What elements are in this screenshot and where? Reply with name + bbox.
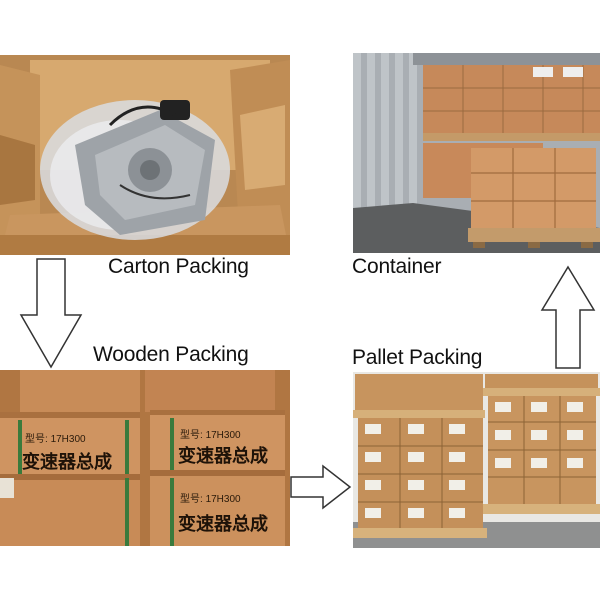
wooden-packing-photo: 型号: 17H300 变速器总成 型号: 17H300 变速器总成 型号: 17…: [0, 370, 290, 546]
container-label: Container: [352, 255, 442, 278]
arrow-down-icon: [18, 257, 84, 371]
crate-product-name-right-bottom: 变速器总成: [178, 514, 268, 535]
pallet-packing-label: Pallet Packing: [352, 346, 483, 369]
crate-product-name-right-top: 变速器总成: [178, 446, 268, 467]
crate-model-label-right-bottom: 型号: 17H300: [180, 494, 241, 505]
crate-product-name-left: 变速器总成: [22, 452, 112, 473]
arrow-right-icon: [289, 463, 353, 511]
pallet-packing-photo: [353, 372, 600, 548]
crate-model-label-left: 型号: 17H300: [25, 434, 86, 445]
crate-model-label-right-top: 型号: 17H300: [180, 430, 241, 441]
container-photo: [353, 53, 600, 253]
carton-packing-label: Carton Packing: [108, 255, 249, 278]
wooden-packing-label: Wooden Packing: [93, 343, 249, 366]
arrow-up-icon: [540, 264, 596, 372]
carton-packing-photo: [0, 55, 290, 255]
